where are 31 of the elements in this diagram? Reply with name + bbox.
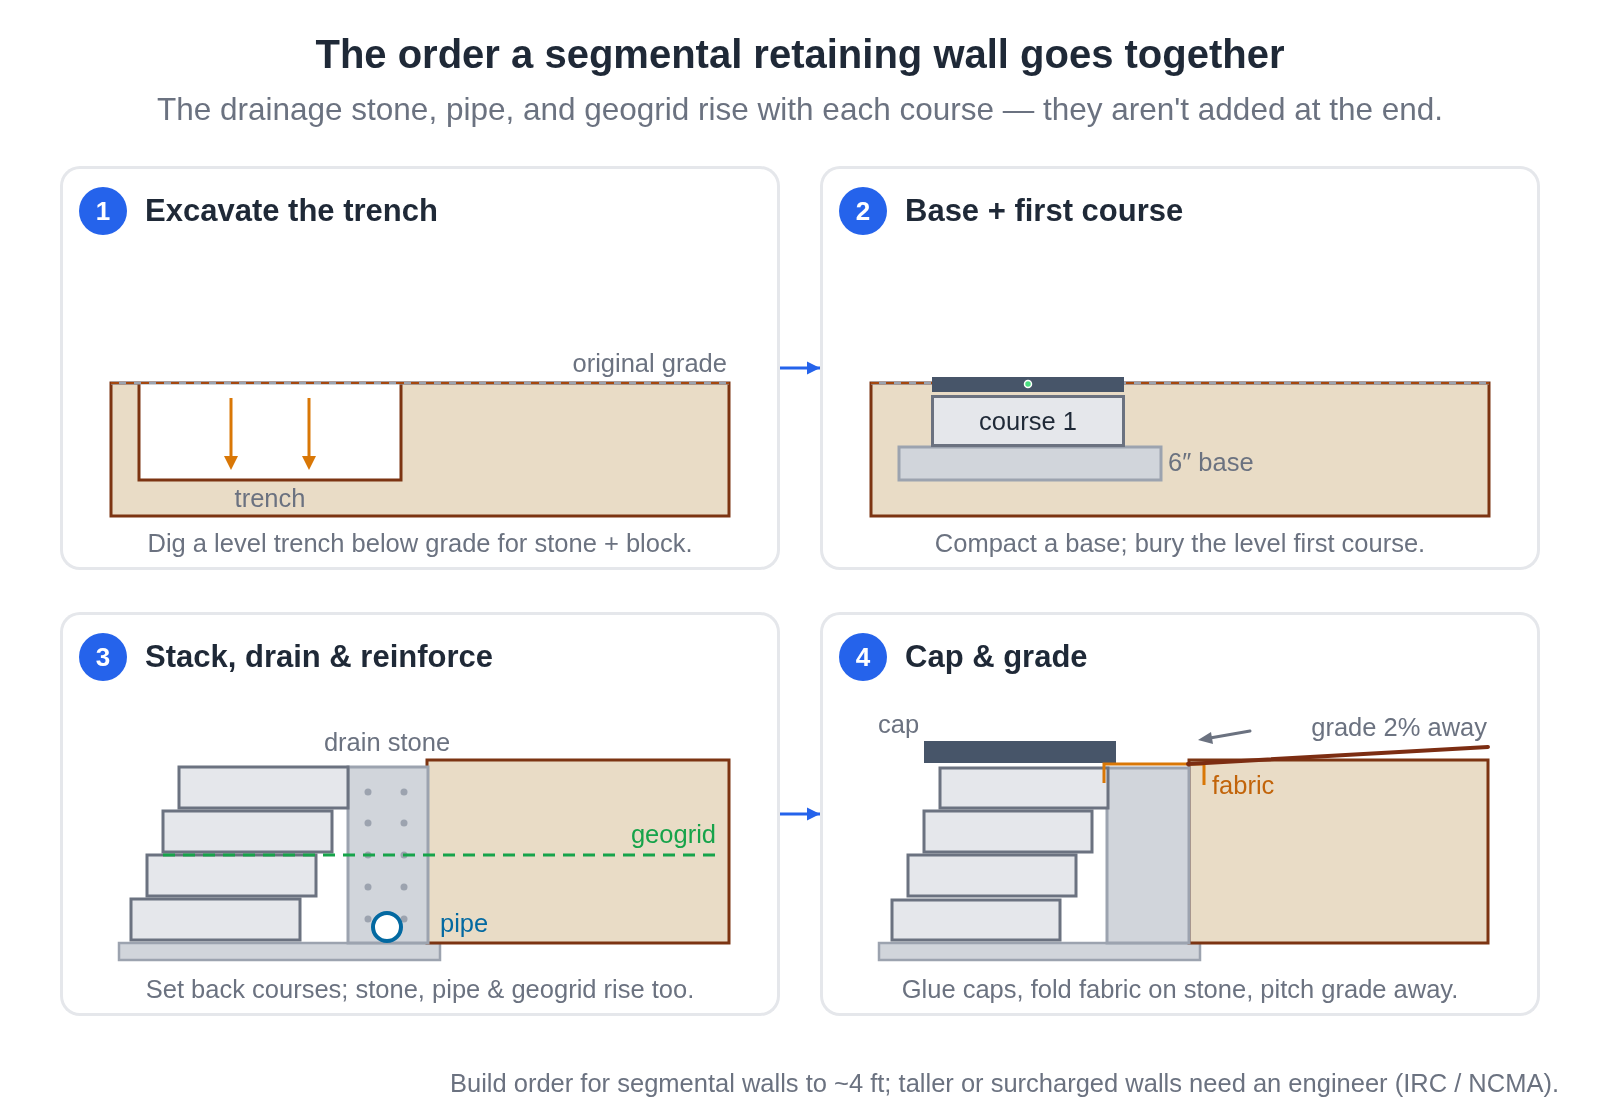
step-card	[820, 612, 1540, 1016]
step-caption: Set back courses; stone, pipe & geogrid rise too.	[145, 975, 695, 1005]
part-label: cap	[878, 710, 920, 740]
step-caption: Glue caps, fold fabric on stone, pitch grade away.	[901, 975, 1459, 1005]
step-number-badge: 2	[839, 187, 887, 235]
flow-arrow	[780, 361, 820, 375]
step-heading: Base + first course	[905, 193, 1184, 229]
step-heading: Cap & grade	[905, 639, 1088, 675]
step-card	[60, 166, 780, 570]
part-label: trench	[234, 484, 306, 514]
wall-block: course 1	[931, 395, 1125, 447]
part-label: grade 2% away	[1311, 713, 1487, 743]
step-number-badge: 3	[79, 633, 127, 681]
step-number-badge: 1	[79, 187, 127, 235]
part-label: 6″ base	[1168, 448, 1254, 478]
step-heading: Stack, drain & reinforce	[145, 639, 493, 675]
part-label: geogrid	[630, 820, 716, 850]
diagram-title: The order a segmental retaining wall goes together	[315, 31, 1285, 77]
part-label: pipe	[440, 909, 489, 939]
step-card	[820, 166, 1540, 570]
subtitle: The drainage stone, pipe, and geogrid rise with each course — they aren't added at the end.	[156, 90, 1444, 128]
flow-arrow	[780, 807, 820, 821]
step-caption: Dig a level trench below grade for stone + block.	[147, 529, 693, 559]
step-heading: Excavate the trench	[145, 193, 438, 229]
step-caption: Compact a base; bury the level first course.	[934, 529, 1426, 559]
step-card	[60, 612, 780, 1016]
part-label: fabric	[1212, 771, 1275, 801]
footnote: Build order for segmental walls to ~4 ft; taller or surcharged walls need an engineer (IRC / NCMA).	[449, 1069, 1559, 1099]
part-label: drain stone	[323, 728, 451, 758]
part-label: original grade	[572, 349, 727, 379]
step-number-badge: 4	[839, 633, 887, 681]
